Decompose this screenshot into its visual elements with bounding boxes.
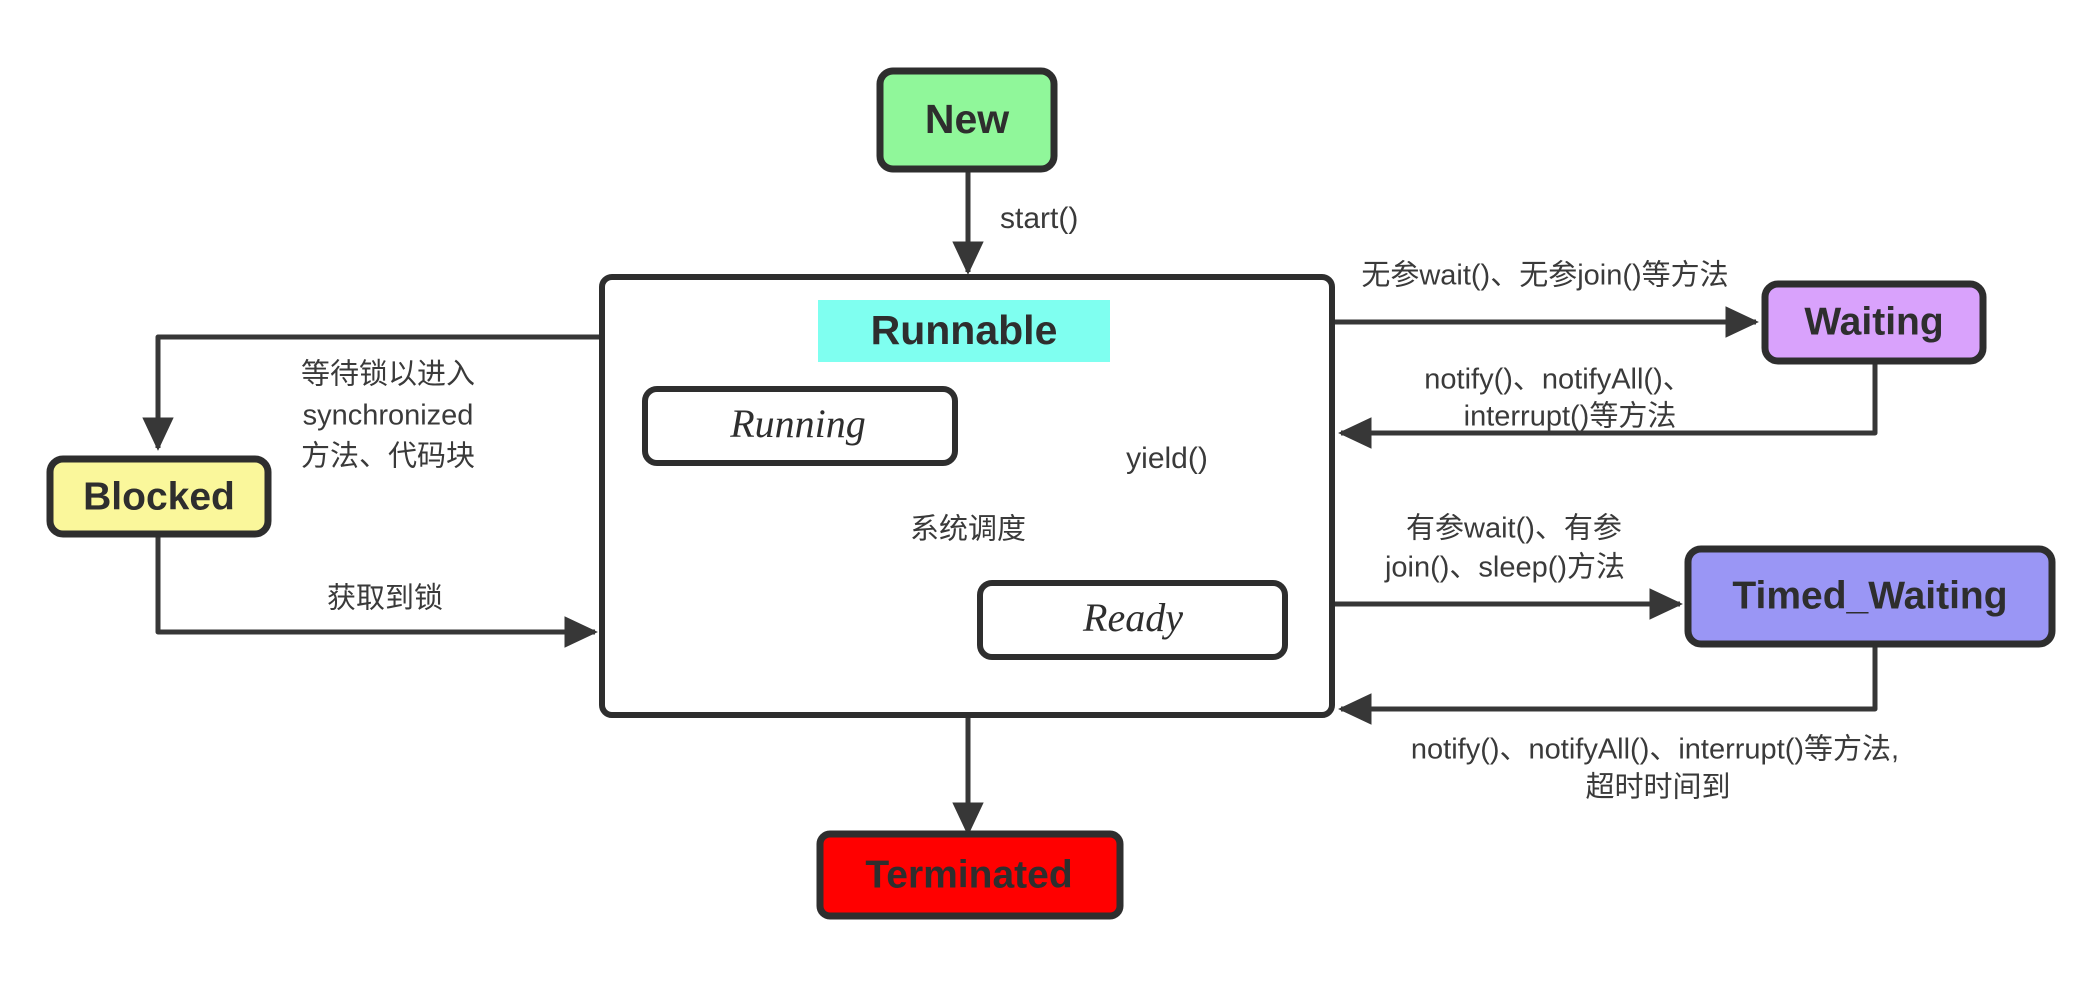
edge-timed-waiting-to-runnable [1338, 644, 1878, 725]
edge-label-yield: yield() [1126, 442, 1208, 475]
edge-label-wait-lock-3: 方法、代码块 [301, 440, 475, 473]
node-waiting-label: Waiting [1804, 300, 1943, 343]
node-blocked-box[interactable] [46, 455, 272, 538]
node-terminated-box[interactable] [816, 830, 1124, 920]
node-running-label: Running [729, 401, 866, 446]
node-running-box[interactable] [642, 386, 958, 466]
edge-label-to-timed-waiting-1: 有参wait()、有参 [1406, 512, 1622, 545]
edge-label-from-waiting-2: interrupt()等方法 [1464, 400, 1677, 433]
node-new-box[interactable] [876, 67, 1058, 173]
edge-blocked-to-runnable [155, 532, 598, 648]
edge-label-from-timed-waiting-1: notify()、notifyAll()、interrupt()等方法, [1411, 733, 1899, 766]
edge-label-wait-lock-1: 等待锁以进入 [301, 358, 475, 391]
node-timed-waiting-box[interactable] [1684, 545, 2056, 648]
edge-label-from-timed-waiting-2: 超时时间到 [1585, 771, 1730, 804]
edge-waiting-to-runnable [1338, 361, 1878, 449]
edge-label-to-waiting: 无参wait()、无参join()等方法 [1361, 259, 1728, 292]
node-timed-waiting-label: Timed_Waiting [1732, 574, 2007, 617]
runnable-highlight [818, 300, 1110, 362]
node-blocked-label: Blocked [83, 475, 235, 518]
node-terminated-label: Terminated [865, 853, 1072, 896]
node-waiting-box[interactable] [1761, 280, 1987, 365]
node-ready-box[interactable] [977, 580, 1288, 660]
node-ready-label: Ready [1082, 595, 1183, 640]
edge-runnable-to-blocked [142, 334, 602, 451]
edge-label-wait-lock-2: synchronized [303, 400, 474, 432]
edge-label-to-timed-waiting-2: join()、sleep()方法 [1384, 551, 1625, 584]
node-runnable-label: Runnable [871, 307, 1058, 353]
edge-label-schedule: 系统调度 [910, 513, 1026, 546]
edge-label-acquire-lock: 获取到锁 [327, 582, 443, 615]
node-new-label: New [925, 96, 1009, 142]
edge-label-start: start() [1000, 202, 1078, 235]
edge-label-from-waiting-1: notify()、notifyAll()、 [1424, 364, 1692, 396]
